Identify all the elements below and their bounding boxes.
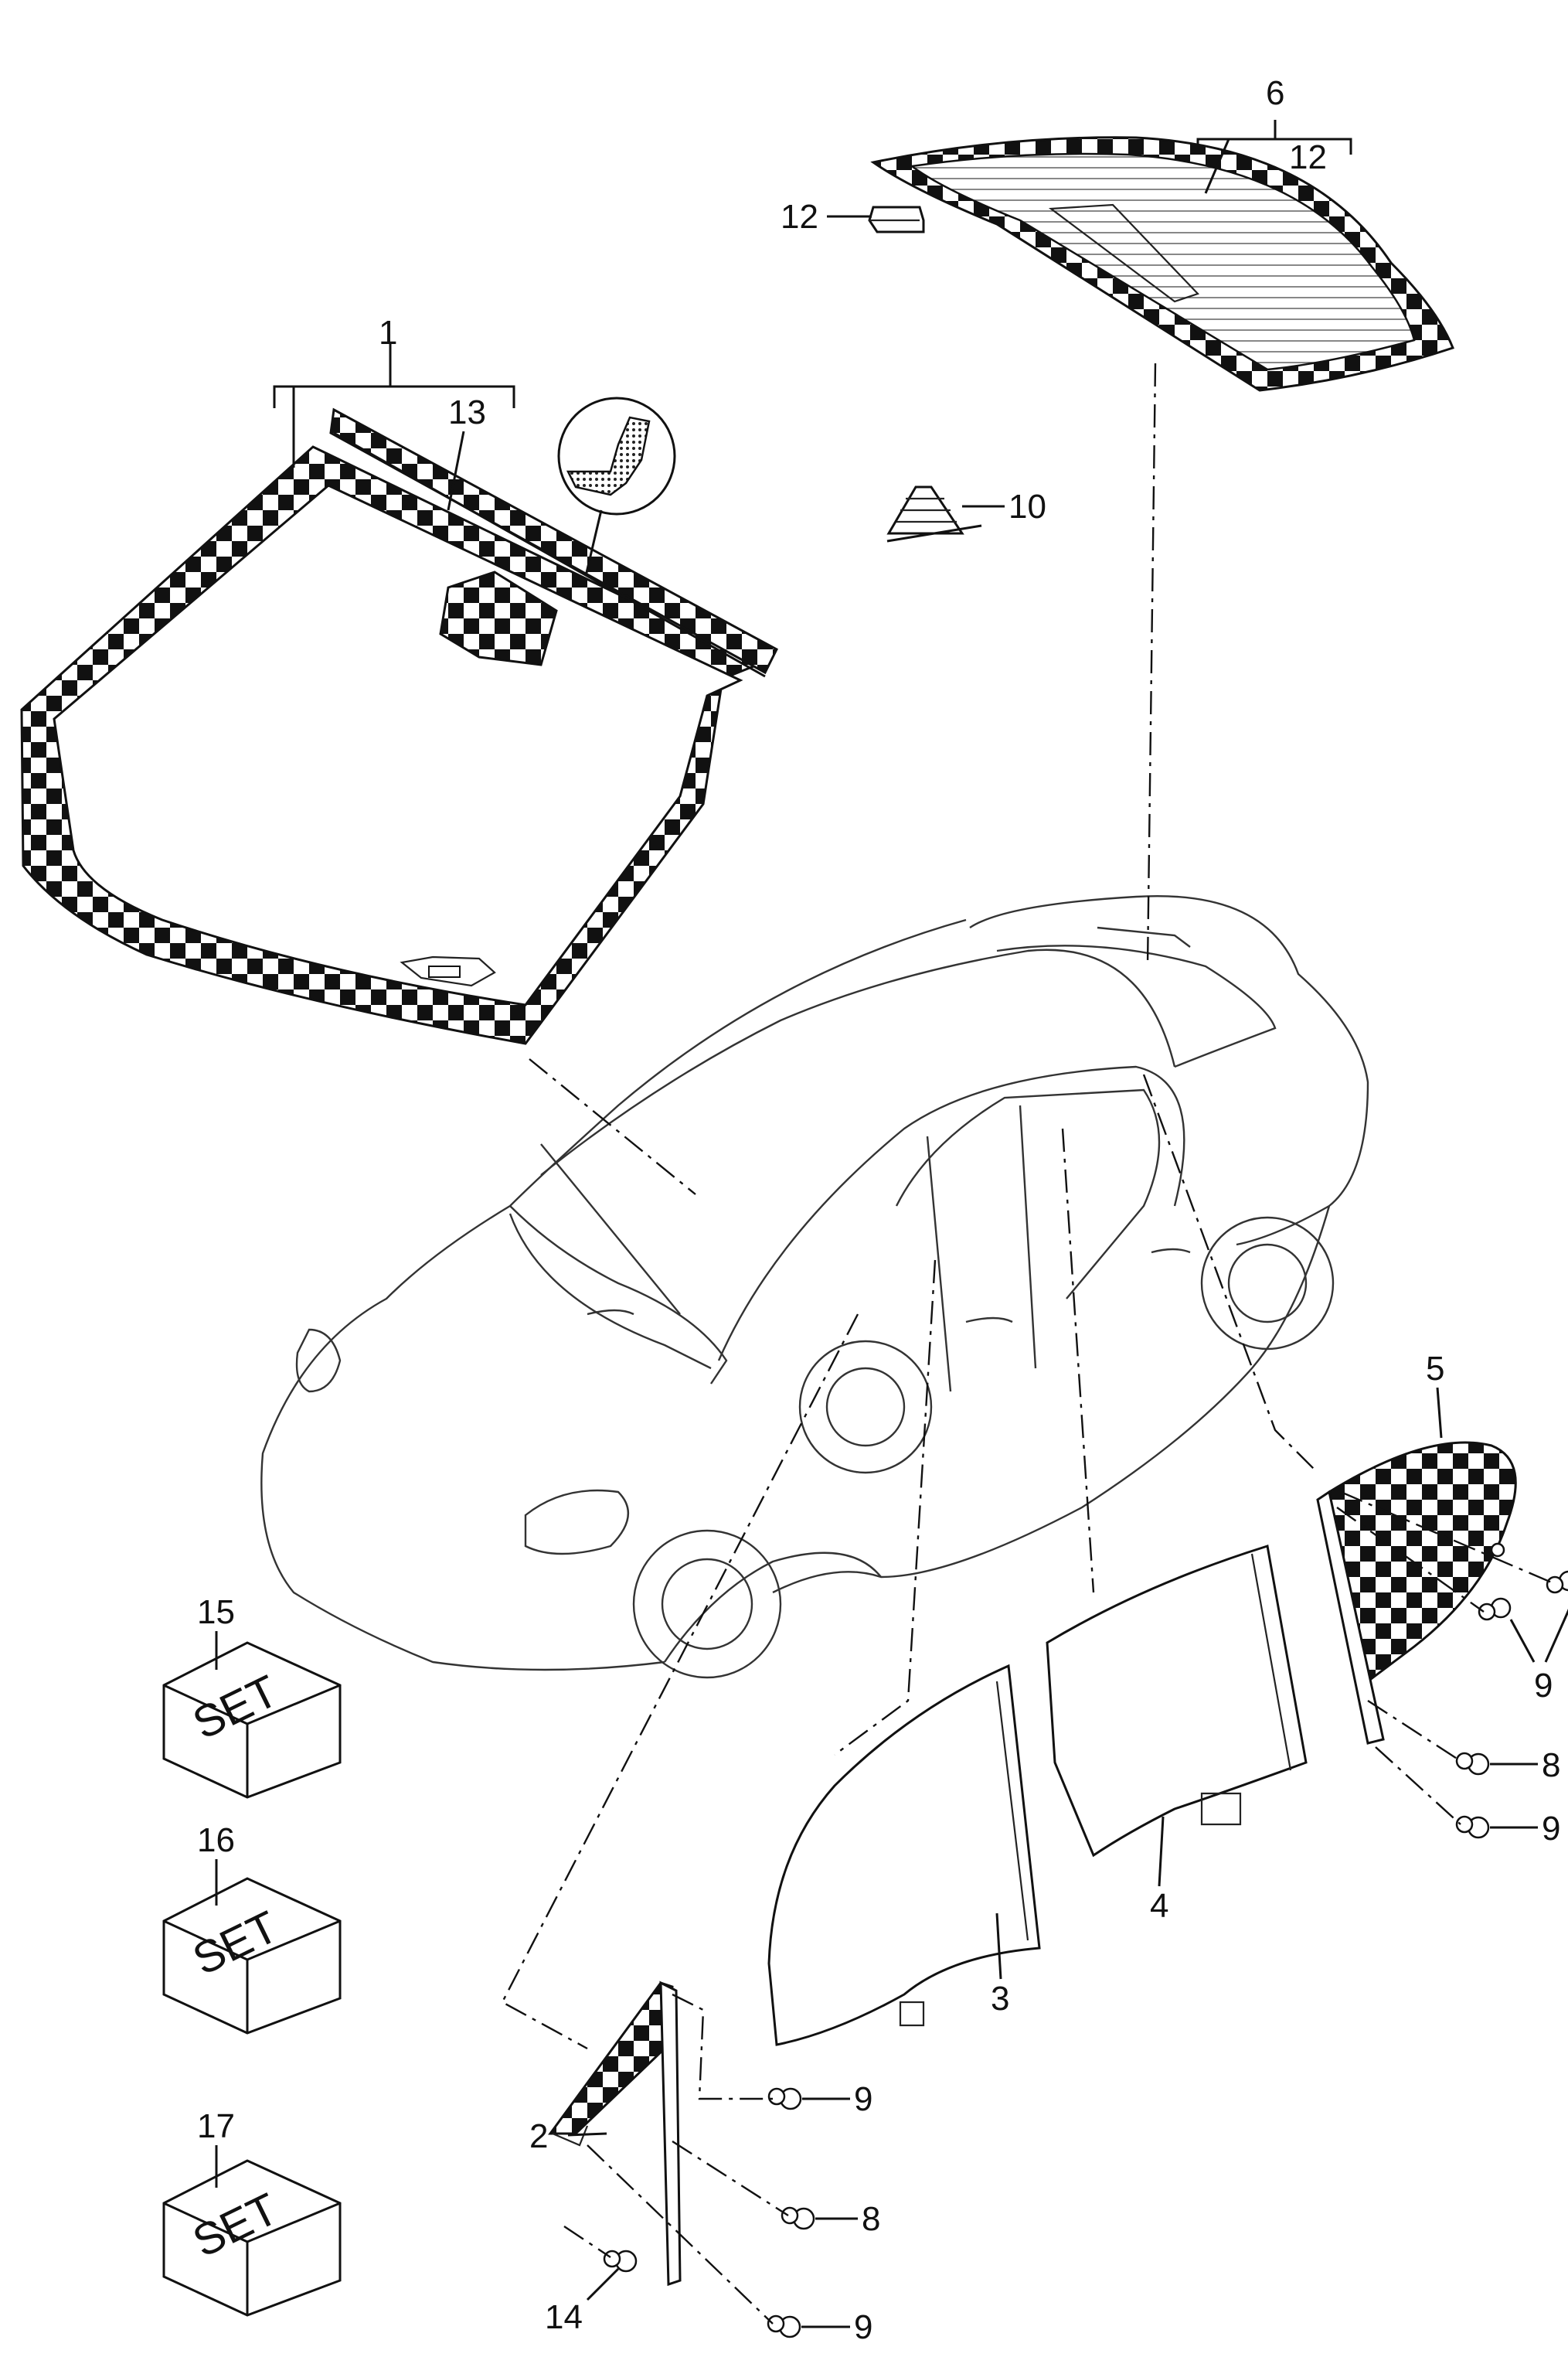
callout-8-right: 8: [1542, 1746, 1560, 1784]
front-quarter-glass: [548, 1981, 682, 2287]
callout-3: 3: [991, 1980, 1009, 2018]
callout-4: 4: [1150, 1887, 1168, 1925]
callout-1: 1: [379, 314, 397, 352]
callout-10: 10: [1008, 488, 1046, 526]
bolts: [603, 1542, 1568, 2338]
callout-9-right: 9: [1534, 1667, 1553, 1705]
front-door-glass: [767, 1664, 1041, 2046]
callout-6: 6: [1266, 74, 1284, 112]
bolt-8-front: [781, 2206, 815, 2230]
callout-8-front: 8: [862, 2200, 880, 2238]
set-box-17: SET: [162, 2159, 342, 2317]
callout-9-lower-right: 9: [1542, 1810, 1560, 1848]
rear-door-glass: [1046, 1545, 1308, 1858]
set-box-16: SET: [162, 1877, 342, 2035]
callout-12-right: 12: [1289, 138, 1327, 176]
callout-9-front: 9: [854, 2080, 872, 2118]
callout-16: 16: [197, 1821, 235, 1859]
set-box-15: SET: [162, 1641, 342, 1799]
bolt-9-top-right: [1546, 1570, 1568, 1594]
detail-magnifier: [557, 397, 676, 577]
bolt-8-right: [1455, 1752, 1490, 1776]
callout-15: 15: [197, 1593, 235, 1631]
bolt-quarter-top: [1490, 1542, 1505, 1558]
windshield: [20, 445, 764, 1045]
callout-12-left: 12: [781, 198, 818, 236]
callout-17: 17: [197, 2107, 235, 2145]
leader-lines: [215, 120, 1568, 2328]
callout-5: 5: [1426, 1350, 1444, 1388]
bolt-9-front-bottom: [767, 2314, 801, 2338]
callout-13: 13: [448, 393, 486, 431]
callout-2: 2: [529, 2117, 548, 2155]
callout-9-front-bottom: 9: [854, 2308, 872, 2346]
roof-strip: [329, 407, 778, 678]
callout-labels: 1 13 6 12 12 10 5 9 8 9 4 3 2 9 8 9 14 1…: [197, 74, 1560, 2346]
bolt-14: [603, 2250, 638, 2273]
rear-window: [870, 136, 1454, 392]
rear-quarter-glass: [1316, 1441, 1517, 1745]
part-12-block: [868, 206, 925, 233]
bolt-9-lower-right: [1455, 1815, 1490, 1839]
part-10-grommet: [886, 485, 982, 543]
bolt-9-mid-right: [1478, 1597, 1512, 1621]
dash-dot-leaders: [501, 363, 1554, 2325]
bolt-9-front-top: [767, 2087, 802, 2110]
callout-14: 14: [545, 2298, 583, 2336]
